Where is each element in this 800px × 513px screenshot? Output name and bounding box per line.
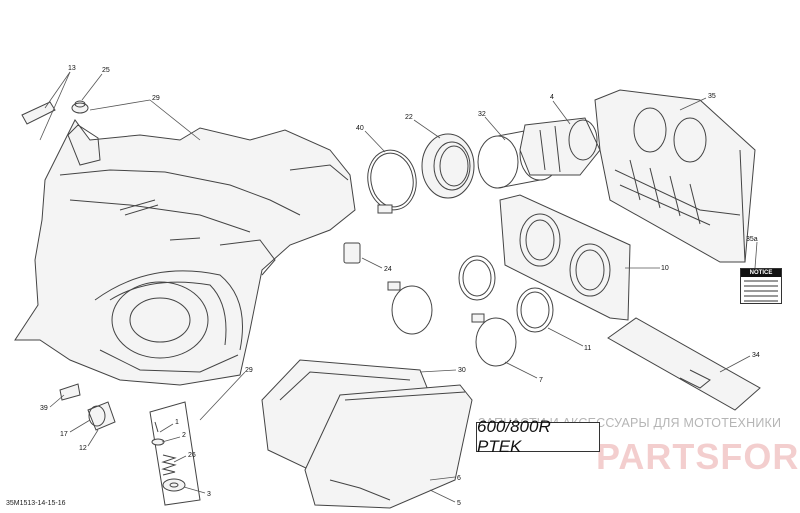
callout-12: 12 <box>79 445 87 452</box>
leader-lines <box>39 71 758 503</box>
clamp-7a <box>387 281 433 335</box>
callout-24: 24 <box>384 266 392 273</box>
hardware-stack <box>149 401 201 506</box>
callout-35a: 35a <box>746 236 758 243</box>
callout-30: 30 <box>458 367 466 374</box>
clip-24 <box>343 242 361 264</box>
pad-39 <box>59 383 81 401</box>
clamp-7b <box>471 313 517 367</box>
reference-code: 35M1513-14-15-16 <box>6 500 66 507</box>
callout-29-top: 29 <box>152 95 160 102</box>
coupler-11a <box>458 255 496 301</box>
callout-1: 1 <box>175 419 179 426</box>
filter-element-6 <box>304 384 473 509</box>
coupler-11b <box>516 287 554 333</box>
notice-header: NOTICE <box>741 269 781 277</box>
bushing-17 <box>87 401 116 431</box>
duct-4 <box>519 117 601 176</box>
callout-17: 17 <box>60 431 68 438</box>
callout-29-bottom: 29 <box>245 367 253 374</box>
watermark-brand: PARTSFOR.RU <box>596 436 800 477</box>
callout-35: 35 <box>708 93 716 100</box>
seal-ring-22 <box>421 133 475 199</box>
clamp-40 <box>367 149 417 214</box>
callout-7: 7 <box>539 377 543 384</box>
callout-32: 32 <box>478 111 486 118</box>
intake-plate-10 <box>499 194 631 321</box>
callout-34: 34 <box>752 352 760 359</box>
callout-6: 6 <box>457 475 461 482</box>
callout-22: 22 <box>405 114 413 121</box>
callout-5: 5 <box>457 500 461 507</box>
callout-10: 10 <box>661 265 669 272</box>
callout-26: 26 <box>188 452 196 459</box>
callout-4: 4 <box>550 94 554 101</box>
callout-40: 40 <box>356 125 364 132</box>
air-silencer-35 <box>594 89 756 263</box>
shim-34 <box>607 317 761 411</box>
callout-25: 25 <box>102 67 110 74</box>
callout-labels: 13 25 29 40 22 32 4 35 35a 24 10 11 7 34… <box>40 65 760 507</box>
callout-13: 13 <box>68 65 76 72</box>
notice-sticker: NOTICE <box>740 268 782 304</box>
callout-39: 39 <box>40 405 48 412</box>
grommet-25 <box>71 100 89 114</box>
callout-11: 11 <box>584 345 591 352</box>
label-tag-13 <box>21 101 56 125</box>
callout-2: 2 <box>182 432 186 439</box>
airbox-housing <box>14 119 356 386</box>
callout-3: 3 <box>207 491 211 498</box>
model-label: 600/800R PTEK <box>476 417 600 456</box>
